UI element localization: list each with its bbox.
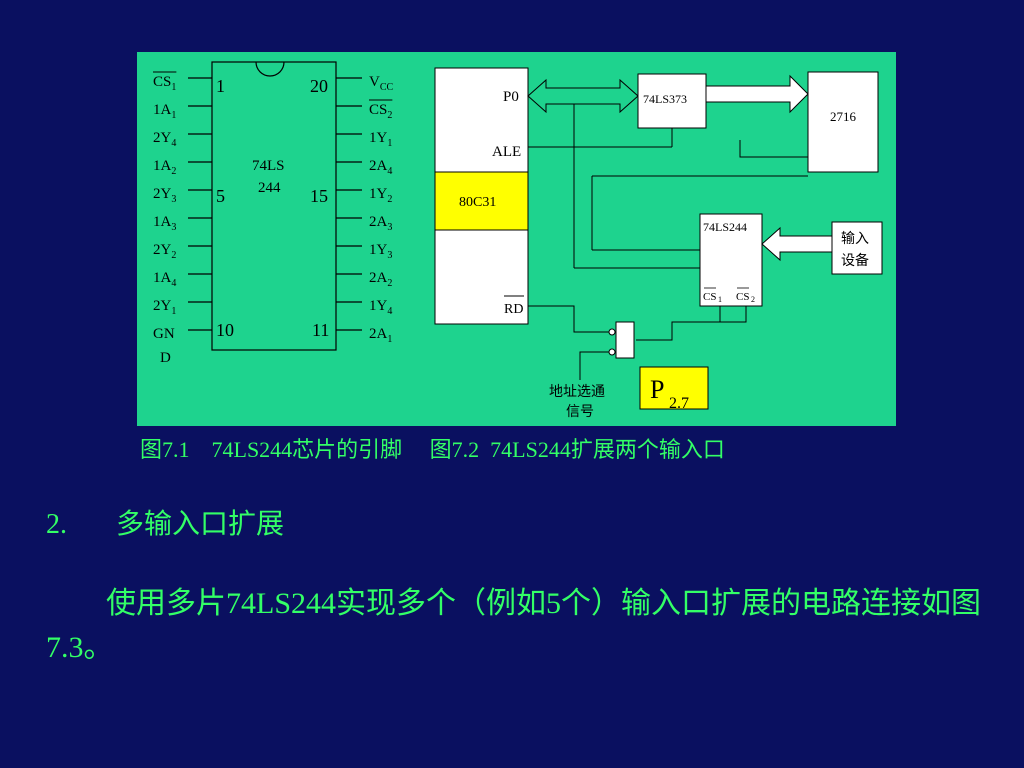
pin-label-gnd-tail: D [160, 350, 171, 366]
ale-label: ALE [492, 144, 521, 160]
pin-label: 1A4 [153, 270, 176, 289]
pin-number: 10 [216, 320, 234, 340]
p0-label: P0 [503, 89, 519, 105]
body-paragraph: 使用多片74LS244实现多个（例如5个）输入口扩展的电路连接如图7.3。 [46, 587, 982, 664]
pin-label: 1Y1 [369, 130, 392, 149]
eprom-2716: 2716 [807, 71, 879, 173]
pin-label: CS2 [369, 102, 392, 121]
eprom-label: 2716 [830, 109, 857, 124]
pin-label: VCC [369, 74, 394, 93]
pin-label: 1A3 [153, 214, 176, 233]
pin-label: 1Y4 [369, 298, 392, 317]
or-gate [608, 321, 635, 359]
pin-label: 2A4 [369, 158, 392, 177]
pin-label: CS1 [153, 74, 176, 93]
latch-74ls373: 74LS373 [637, 73, 707, 129]
pin-label: 1Y3 [369, 242, 392, 261]
rd-label: RD [504, 302, 523, 317]
addr-select-label: 地址选通 [549, 384, 605, 400]
pin-label: 1A1 [153, 102, 176, 121]
pin-label: 2Y1 [153, 298, 176, 317]
buffer-label: 74LS244 [703, 220, 747, 234]
right-pin-labels: VCC CS2 1Y1 2A4 1Y2 2A3 1Y3 2A2 1Y4 2A1 [369, 74, 394, 345]
cs1-sub: 1 [718, 295, 722, 304]
figure-caption: 图7.1 74LS244芯片的引脚 图7.2 74LS244扩展两个输入口 [140, 437, 725, 462]
pin-number: 11 [312, 320, 329, 340]
buffer-74ls244: 74LS244 CS 1 CS 2 [699, 213, 763, 307]
cs2-label: CS [736, 291, 749, 303]
addr-select-label: 信号 [566, 404, 594, 420]
pinout-chip: 1 20 5 15 10 11 74LS 244 CS1 1A1 2Y4 1A2 2Y3… [153, 61, 394, 366]
input-device-label: 输入 [841, 231, 869, 247]
latch-label: 74LS373 [643, 92, 687, 106]
p27-box: P 2.7 [639, 366, 709, 412]
pin-label: 2A3 [369, 214, 392, 233]
chip-label: 244 [258, 180, 281, 196]
chip-label: 74LS [252, 158, 285, 174]
pin-number: 1 [216, 76, 225, 96]
p27-sub: 2.7 [669, 395, 689, 412]
section-number: 2. [46, 509, 67, 540]
cs1-label: CS [703, 291, 716, 303]
pin-label: GN [153, 326, 175, 342]
pin-label: 2A1 [369, 326, 392, 345]
pin-number: 5 [216, 186, 225, 206]
mcu-80c31: P0 ALE 80C31 RD [434, 67, 529, 325]
pin-label: 1Y2 [369, 186, 392, 205]
pin-label: 2A2 [369, 270, 392, 289]
input-device-label: 设备 [841, 252, 869, 269]
p27-label: P [650, 375, 664, 404]
pin-label: 2Y3 [153, 186, 176, 205]
pin-label: 2Y2 [153, 242, 176, 261]
cs2-sub: 2 [751, 295, 755, 304]
bus-arrow-2716 [705, 74, 809, 114]
section-heading: 2. 多输入口扩展 [46, 502, 284, 542]
pin-label: 2Y4 [153, 130, 176, 149]
section-title: 多输入口扩展 [116, 509, 285, 540]
wires [528, 104, 808, 380]
input-device: 输入 设备 [831, 221, 883, 275]
pin-number: 20 [310, 76, 328, 96]
pin-label: 1A2 [153, 158, 176, 177]
mcu-label: 80C31 [459, 195, 496, 210]
pin-number: 15 [310, 186, 328, 206]
